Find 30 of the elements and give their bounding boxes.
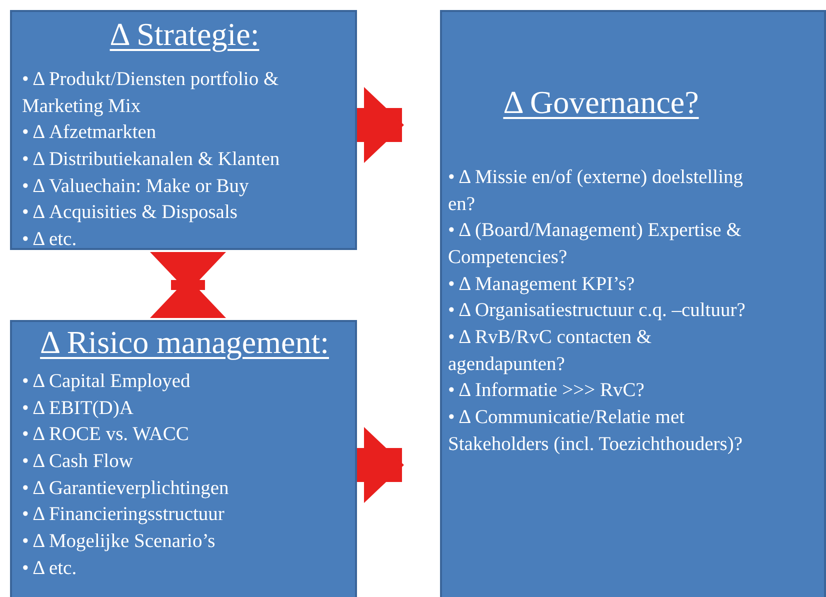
bullet-item: • Δ Financieringsstructuur	[22, 503, 226, 528]
bullet-item: • Δ Communicatie/Relatie met Stakeholders (incl. Toezichthouders)?	[448, 406, 744, 457]
bullet-item: • Δ Afzetmarkten	[22, 121, 158, 146]
bullet-item: • Δ etc.	[22, 228, 78, 252]
text-box	[10, 320, 357, 597]
bullet-item: • Δ Informatie >>> RvC?	[448, 379, 646, 404]
bullet-item: • Δ Management KPI’s?	[448, 272, 636, 297]
bullet-item: • Δ Missie en/of (externe) doelstelling en?	[448, 166, 744, 216]
bullet-item: • Δ Acquisities & Disposals	[22, 201, 238, 226]
box-heading: Δ Strategie:	[108, 16, 260, 53]
box-heading: Δ Governance?	[502, 84, 700, 121]
bullet-item: • Δ (Board/Management) Expertise & Competencies?	[448, 219, 742, 270]
bullet-item: • Δ Capital Employed	[22, 370, 192, 394]
block-arrow	[357, 87, 404, 163]
bullet-item: • Δ Distributiekanalen & Klanten	[22, 148, 281, 172]
bullet-item: • Δ Organisatiestructuur c.q. –cultuur?	[448, 299, 746, 324]
text-box	[440, 10, 826, 597]
bullet-item: • Δ etc.	[22, 556, 78, 581]
bullet-item: • Δ Cash Flow	[22, 450, 134, 474]
block-arrow	[357, 427, 404, 503]
bullet-item: • Δ Valuechain: Make or Buy	[22, 174, 250, 199]
bullet-item: • Δ Mogelijke Scenario’s	[22, 530, 216, 554]
bullet-item: • Δ ROCE vs. WACC	[22, 423, 190, 448]
text-box	[10, 10, 357, 250]
block-arrow	[150, 252, 226, 318]
box-heading: Δ Risico management:	[39, 324, 330, 361]
bullet-item: • Δ EBIT(D)A	[22, 396, 134, 420]
bullet-item: • Δ Garantieverplichtingen	[22, 476, 230, 501]
bullet-item: • Δ Produkt/Diensten portfolio & Marketing Mix	[22, 68, 280, 118]
bullet-item: • Δ RvB/RvC contacten & agendapunten?	[448, 326, 653, 377]
